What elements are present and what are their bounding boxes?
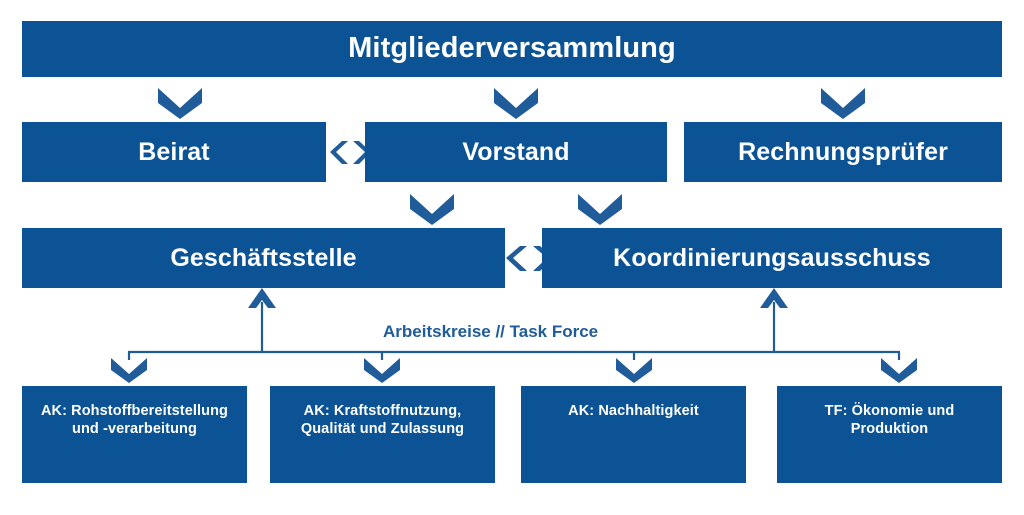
chevron-down-icon-to-ak-kraftstoff	[364, 358, 400, 383]
node-ak-rohstoffbereitstellung[interactable]: AK: Rohstoffbereitstellung und -verarbei…	[22, 386, 247, 483]
node-ak-nachhaltigkeit[interactable]: AK: Nachhaltigkeit	[521, 386, 746, 483]
chevron-down-icon-to-rechnungspruefer	[821, 88, 865, 119]
chevron-down-icon-to-ak-nachhaltigkeit	[616, 358, 652, 383]
node-tf-oekonomie-produktion[interactable]: TF: Ökonomie und Produktion	[777, 386, 1002, 483]
node-vorstand[interactable]: Vorstand	[365, 122, 667, 182]
chevron-down-icon-to-tf-oekonomie	[881, 358, 917, 383]
chevron-down-icon-to-beirat	[158, 88, 202, 119]
node-beirat[interactable]: Beirat	[22, 122, 326, 182]
arrow-up-icon-to-geschaeftsstelle	[248, 288, 276, 308]
node-ak-kraftstoffnutzung[interactable]: AK: Kraftstoffnutzung, Qualität und Zula…	[270, 386, 495, 483]
node-rechnungspruefer[interactable]: Rechnungsprüfer	[684, 122, 1002, 182]
chevron-down-icon-to-koordinierungsausschuss	[578, 194, 622, 225]
node-mitgliederversammlung[interactable]: Mitgliederversammlung	[22, 21, 1002, 77]
chevron-down-icon-to-vorstand	[494, 88, 538, 119]
node-geschaeftsstelle[interactable]: Geschäftsstelle	[22, 228, 505, 288]
chevron-down-icon-to-ak-rohstoff	[111, 358, 147, 383]
arrow-up-icon-to-koordinierungsausschuss	[760, 288, 788, 308]
node-koordinierungsausschuss[interactable]: Koordinierungsausschuss	[542, 228, 1002, 288]
group-label-arbeitskreise-task-force: Arbeitskreise // Task Force	[376, 322, 606, 342]
chevron-down-icon-to-geschaeftsstelle	[410, 194, 454, 225]
